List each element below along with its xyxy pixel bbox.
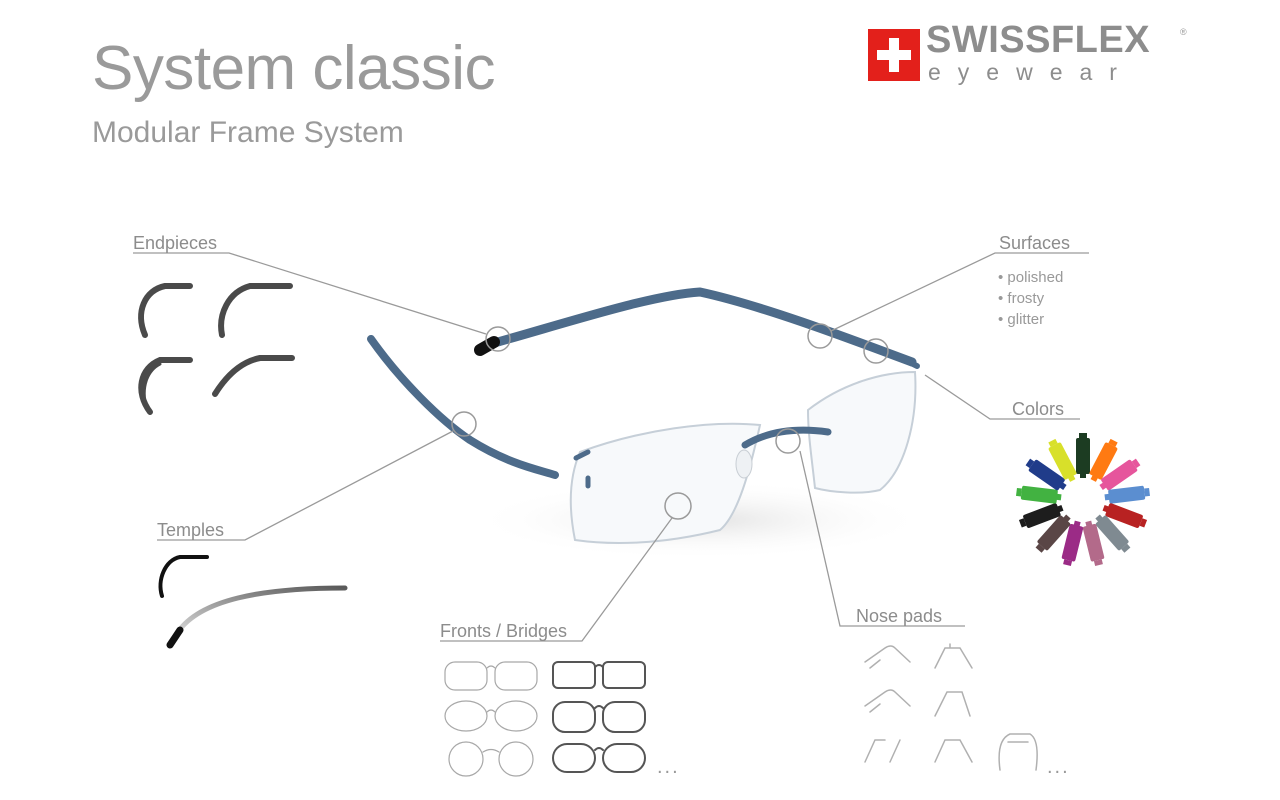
label-nose-pads: Nose pads — [856, 606, 943, 626]
color-swatch — [1076, 433, 1090, 478]
label-temples: Temples — [157, 520, 225, 540]
color-swatch — [1018, 503, 1064, 528]
registered-mark: ® — [1180, 27, 1187, 37]
color-swatch — [1025, 458, 1067, 491]
left-lens — [569, 422, 762, 544]
back-endpiece — [474, 336, 500, 356]
bridge — [741, 426, 832, 449]
brand-name: SWISSFLEX — [926, 19, 1151, 61]
label-colors: Colors — [1012, 399, 1065, 419]
nose-pad-drawing — [735, 449, 753, 479]
more-fronts-indicator: ... — [657, 756, 680, 778]
back-temple — [482, 287, 917, 367]
color-swatch — [1104, 485, 1150, 504]
color-swatch — [1061, 520, 1084, 567]
color-swatch — [1099, 458, 1141, 491]
brand-tagline: eyewear — [928, 59, 1134, 85]
surface-item: polished — [998, 267, 1063, 288]
surfaces-list: polished frosty glitter — [998, 267, 1063, 330]
front-temple — [367, 335, 559, 479]
callout-lines — [133, 252, 1089, 642]
color-swatch — [1048, 438, 1077, 482]
color-swatch — [1089, 438, 1118, 482]
color-swatch — [1102, 503, 1148, 528]
color-wheel — [1016, 433, 1150, 567]
color-swatch — [1035, 514, 1071, 553]
surface-item: frosty — [998, 288, 1063, 309]
temple-options — [158, 554, 348, 649]
right-lens — [806, 370, 917, 494]
more-nose-pads-indicator: ... — [1047, 756, 1070, 778]
front-bridge-options — [444, 661, 646, 777]
label-surfaces: Surfaces — [999, 233, 1071, 253]
page-title: System classic — [92, 34, 495, 103]
label-endpieces: Endpieces — [133, 233, 218, 253]
page-subtitle: Modular Frame System — [92, 116, 404, 149]
label-fronts-bridges: Fronts / Bridges — [440, 621, 568, 641]
surface-item: glitter — [998, 309, 1063, 330]
swiss-cross-logo-icon — [868, 29, 920, 81]
callout-circles — [451, 323, 889, 520]
glasses — [367, 287, 920, 544]
color-swatch — [1016, 485, 1062, 504]
color-swatch — [1082, 520, 1105, 567]
endpiece-options — [138, 283, 295, 415]
nose-pad-options — [864, 643, 1038, 771]
color-swatch — [1095, 514, 1131, 553]
